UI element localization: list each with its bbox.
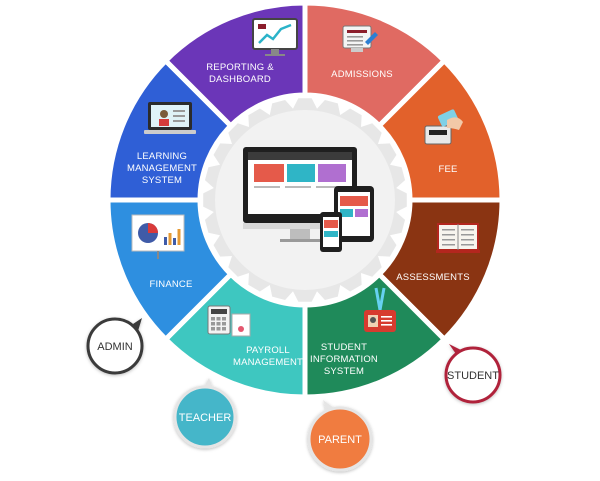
bubble-circle (444, 346, 502, 404)
module-icons (131, 18, 480, 337)
role-bubbles: ADMIN TEACHER PARENT STUDENT (86, 317, 502, 472)
card-payment-icon (424, 109, 463, 145)
label-reporting-dashboard: REPORTING &DASHBOARD (206, 62, 274, 85)
bubble-student: STUDENT (444, 344, 502, 404)
bubble-label-teacher: TEACHER (179, 412, 232, 424)
bubble-parent: PARENT (307, 400, 373, 472)
bubble-teacher: TEACHER (173, 378, 237, 449)
bubble-label-student: STUDENT (447, 370, 499, 382)
bubble-tail (323, 400, 334, 410)
bubble-admin: ADMIN (86, 317, 144, 375)
label-fee: FEE (438, 164, 457, 175)
label-assessments: ASSESSMENTS (396, 272, 469, 283)
presentation-chart-icon (131, 214, 185, 259)
admission-form-icon (342, 25, 378, 52)
bubble-label-admin: ADMIN (97, 341, 133, 353)
open-book-icon (436, 223, 480, 253)
calculator-icon (207, 305, 251, 337)
label-finance: FINANCE (149, 279, 192, 290)
bubble-label-parent: PARENT (318, 434, 362, 446)
bubble-circle (86, 317, 144, 375)
label-admissions: ADMISSIONS (331, 69, 393, 80)
id-badge-icon (364, 287, 396, 332)
video-lesson-icon (144, 102, 196, 134)
bubble-circle (173, 385, 237, 449)
multi-device-icon (243, 147, 374, 252)
bubble-tail (133, 318, 142, 331)
bubble-tail (204, 378, 213, 388)
bubble-circle (307, 406, 373, 472)
dashboard-monitor-icon (252, 18, 298, 56)
